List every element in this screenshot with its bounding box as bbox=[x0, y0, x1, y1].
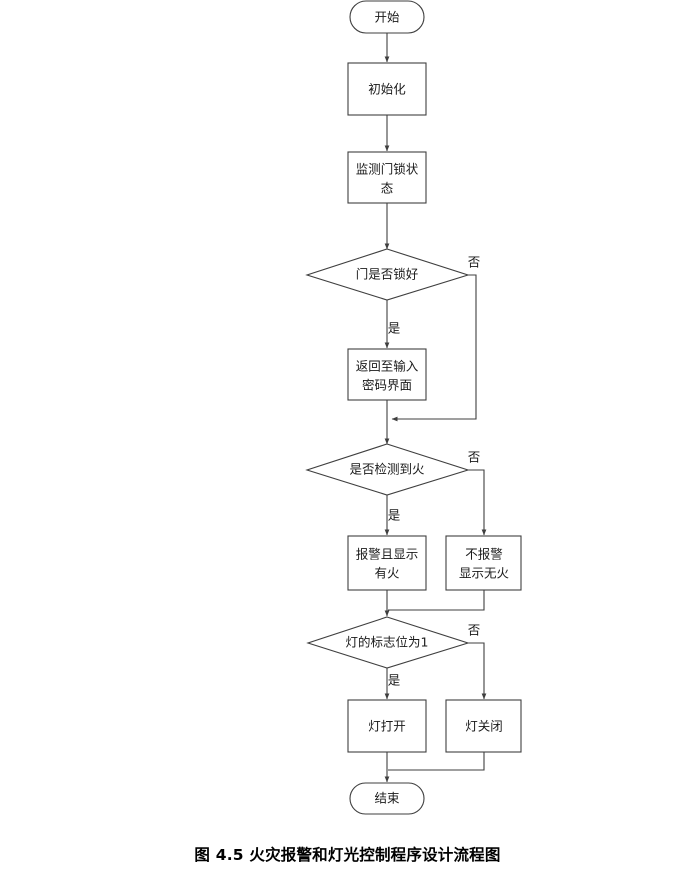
lamp-off-process-shape bbox=[445, 699, 522, 753]
edge-lamp-off-to-end bbox=[388, 752, 485, 771]
lamp-on-process-shape bbox=[347, 699, 427, 753]
fire-check-yes-label: 是 bbox=[388, 508, 401, 523]
door-check-yes-label: 是 bbox=[388, 321, 401, 336]
back-password-process-shape bbox=[347, 348, 427, 401]
door-check-decision-shape bbox=[305, 248, 470, 301]
start-label: 开始 bbox=[374, 10, 400, 25]
edge-alarm-off-to-lamp-check bbox=[388, 590, 485, 611]
alarm-on-label-line2: 有火 bbox=[374, 566, 400, 581]
monitor-label-line2: 态 bbox=[381, 181, 394, 196]
node-start: 开始 bbox=[349, 0, 425, 34]
init-process-shape bbox=[347, 62, 427, 116]
node-alarm-off: 不报警 显示无火 bbox=[445, 535, 522, 591]
alarm-off-label-line1: 不报警 bbox=[465, 547, 503, 562]
edge-fire-check-no bbox=[468, 469, 487, 536]
node-lamp-off: 灯关闭 bbox=[445, 699, 522, 753]
end-label: 结束 bbox=[374, 791, 400, 806]
node-lamp-check: 灯的标志位为1 bbox=[306, 616, 470, 669]
lamp-on-label: 灯打开 bbox=[368, 719, 406, 734]
flowchart-canvas: 开始 初始化 监测门锁状 态 门是否锁好 否 是 返回至输入 密码界面 bbox=[305, 0, 522, 815]
node-alarm-on: 报警且显示 有火 bbox=[347, 535, 427, 591]
monitor-process-shape bbox=[347, 151, 427, 204]
node-door-check: 门是否锁好 bbox=[305, 248, 470, 301]
init-label: 初始化 bbox=[368, 82, 406, 97]
node-fire-check: 是否检测到火 bbox=[305, 443, 470, 496]
alarm-off-label-line2: 显示无火 bbox=[459, 566, 510, 581]
edge-lamp-check-no bbox=[468, 642, 487, 700]
fire-check-decision-shape bbox=[305, 443, 470, 496]
fire-check-no-label: 否 bbox=[468, 450, 481, 465]
figure-caption: 图 4.5 火灾报警和灯光控制程序设计流程图 bbox=[194, 846, 501, 864]
back-password-label-line2: 密码界面 bbox=[362, 378, 412, 393]
alarm-on-process-shape bbox=[347, 535, 427, 591]
fire-check-label: 是否检测到火 bbox=[349, 462, 425, 477]
end-terminator-shape bbox=[349, 782, 425, 815]
node-init: 初始化 bbox=[347, 62, 427, 116]
lamp-check-label: 灯的标志位为1 bbox=[346, 635, 429, 650]
start-terminator-shape bbox=[349, 0, 425, 34]
lamp-off-label: 灯关闭 bbox=[465, 719, 503, 734]
door-check-label: 门是否锁好 bbox=[356, 267, 419, 282]
back-password-label-line1: 返回至输入 bbox=[356, 359, 419, 374]
node-back-to-password: 返回至输入 密码界面 bbox=[347, 348, 427, 401]
door-check-no-label: 否 bbox=[468, 255, 481, 270]
monitor-label-line1: 监测门锁状 bbox=[356, 162, 419, 177]
lamp-check-yes-label: 是 bbox=[388, 673, 401, 688]
alarm-on-label-line1: 报警且显示 bbox=[356, 547, 419, 562]
node-lamp-on: 灯打开 bbox=[347, 699, 427, 753]
lamp-check-decision-shape bbox=[306, 616, 470, 669]
node-end: 结束 bbox=[349, 782, 425, 815]
lamp-check-no-label: 否 bbox=[468, 623, 481, 638]
edge-door-check-no bbox=[391, 274, 477, 422]
node-monitor-door-lock: 监测门锁状 态 bbox=[347, 151, 427, 204]
alarm-off-process-shape bbox=[445, 535, 522, 591]
